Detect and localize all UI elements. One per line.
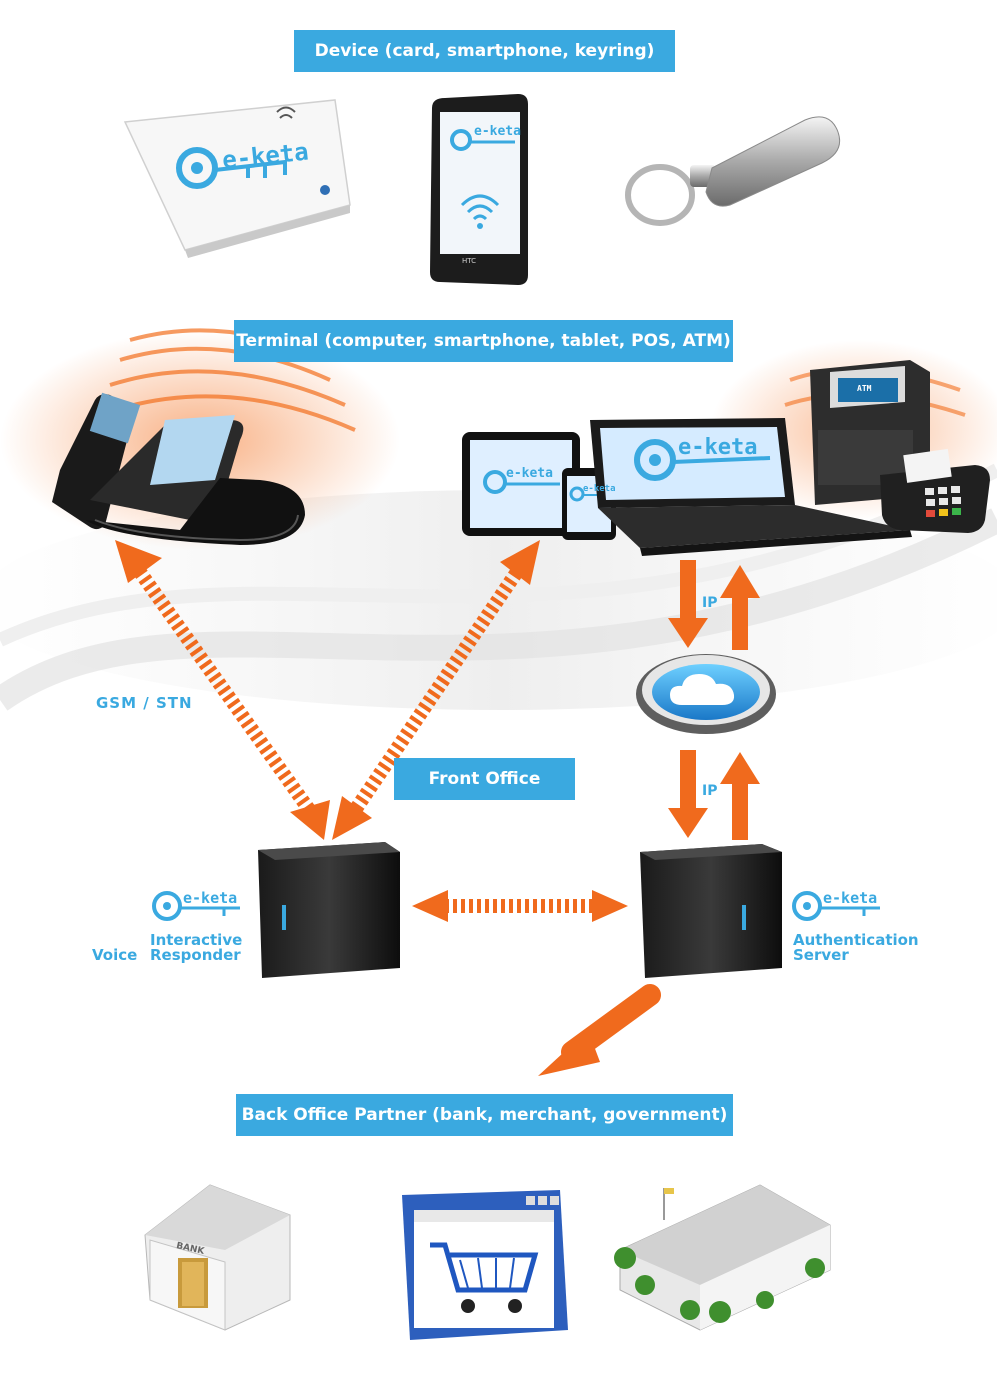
ip-top-arrows (668, 560, 760, 650)
smartphone-device (430, 94, 528, 285)
tablet-logo-text: e-keta (506, 466, 553, 481)
auth-logo (792, 891, 880, 921)
ip-label-bottom: IP (702, 783, 718, 799)
ivr-label-voice: Voice (92, 946, 138, 964)
laptop-logo-text: e-keta (678, 435, 758, 460)
gsm-arrows (115, 540, 540, 840)
shopping-browser (402, 1190, 568, 1340)
atm-sign-text: ATM (857, 384, 872, 393)
phone-brand-text: HTC (462, 257, 477, 265)
tablet-terminal (462, 432, 580, 536)
phone-terminals (52, 392, 305, 545)
back-office-label: Back Office Partner (bank, merchant, gov… (236, 1094, 733, 1136)
ivr-server (258, 842, 400, 978)
ivr-label-line1: Interactive (150, 931, 243, 949)
bank-building (144, 1184, 291, 1331)
back-office-arrow (538, 984, 661, 1076)
pos-terminal (880, 448, 990, 533)
device-label: Device (card, smartphone, keyring) (294, 30, 675, 72)
phone-logo-text: e-keta (474, 124, 521, 139)
small-phone-logo-text: e-keta (583, 484, 616, 494)
cloud-icon (636, 654, 776, 734)
ip-bottom-arrows (668, 750, 760, 840)
auth-label-line1: Authentication (793, 931, 919, 949)
card-device (123, 99, 351, 258)
auth-label-line2: Server (793, 946, 849, 964)
server-link-arrow (412, 890, 628, 922)
front-office-label: Front Office (394, 758, 575, 800)
laptop-terminal (590, 418, 912, 556)
ivr-logo-text: e-keta (183, 889, 238, 907)
terminal-label: Terminal (computer, smartphone, tablet, … (234, 320, 733, 362)
ivr-logo (152, 891, 240, 921)
keyring-device (625, 116, 841, 226)
ivr-label-responder: Responder (150, 946, 241, 964)
government-building (614, 1184, 831, 1331)
ip-label-top: IP (702, 595, 718, 611)
auth-logo-text: e-keta (823, 889, 878, 907)
gsm-stn-label: GSM / STN (96, 694, 193, 712)
auth-server (640, 844, 782, 978)
